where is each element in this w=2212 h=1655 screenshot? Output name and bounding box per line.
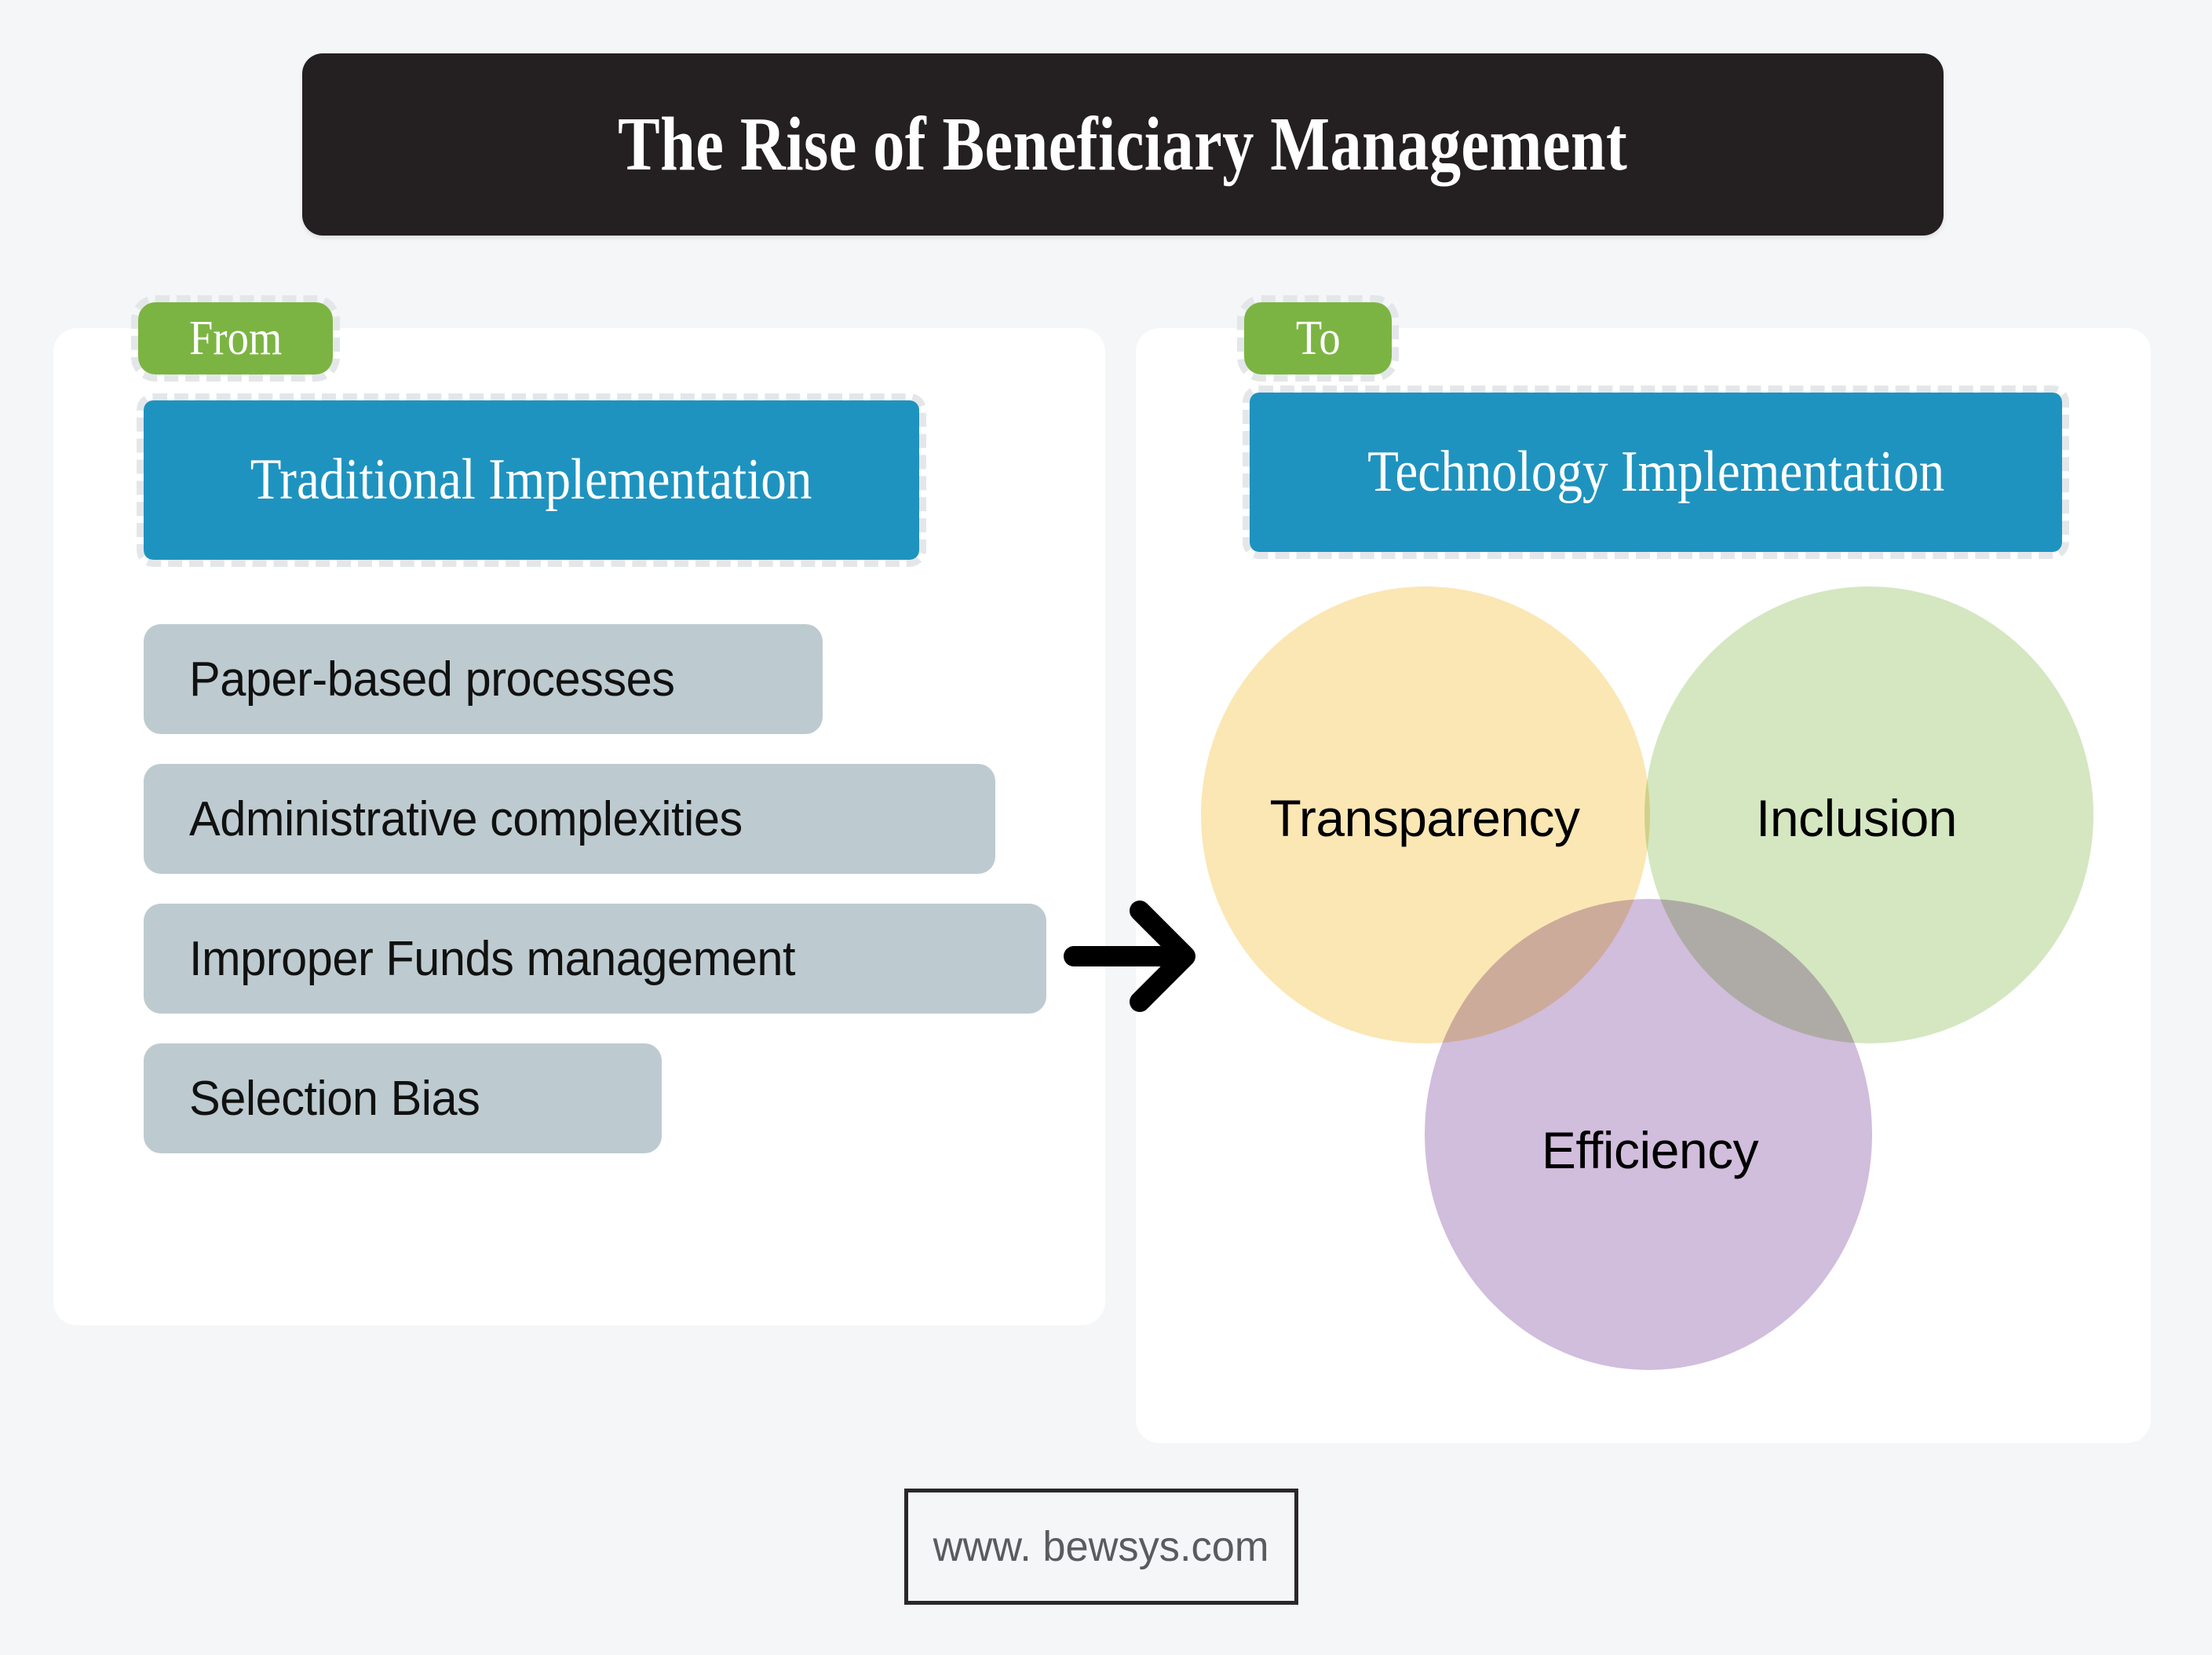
to-badge[interactable]: To [1237, 295, 1399, 382]
traditional-implementation-header[interactable]: Traditional Implementation [137, 393, 926, 567]
right-arrow-icon [1064, 893, 1213, 1019]
list-item-label: Improper Funds management [189, 931, 796, 986]
venn-label-transparency: Transparency [1269, 789, 1580, 847]
technology-implementation-header[interactable]: Technology Implementation [1243, 385, 2069, 559]
list-item-label: Paper-based processes [189, 652, 675, 707]
from-items-list: Paper-based processes Administrative com… [144, 624, 1054, 1183]
list-item[interactable]: Improper Funds management [144, 904, 1046, 1014]
list-item[interactable]: Selection Bias [144, 1043, 662, 1153]
traditional-implementation-label: Traditional Implementation [250, 448, 812, 512]
list-item-label: Administrative complexities [189, 791, 743, 846]
technology-implementation-label: Technology Implementation [1367, 440, 1945, 504]
from-badge-label: From [188, 311, 283, 365]
website-footer[interactable]: www. bewsys.com [904, 1489, 1298, 1605]
venn-label-inclusion: Inclusion [1756, 789, 1958, 847]
venn-label-efficiency: Efficiency [1541, 1121, 1759, 1179]
list-item-label: Selection Bias [189, 1071, 480, 1126]
venn-circle-efficiency [1425, 899, 1872, 1370]
list-item[interactable]: Paper-based processes [144, 624, 823, 734]
page-title: The Rise of Beneficiary Management [618, 102, 1628, 187]
to-badge-label: To [1295, 311, 1341, 365]
list-item[interactable]: Administrative complexities [144, 764, 995, 874]
venn-diagram: Transparency Inclusion Efficiency [1185, 585, 2112, 1394]
from-badge[interactable]: From [131, 295, 340, 382]
website-url: www. bewsys.com [933, 1523, 1269, 1570]
title-banner: The Rise of Beneficiary Management [302, 53, 1944, 236]
